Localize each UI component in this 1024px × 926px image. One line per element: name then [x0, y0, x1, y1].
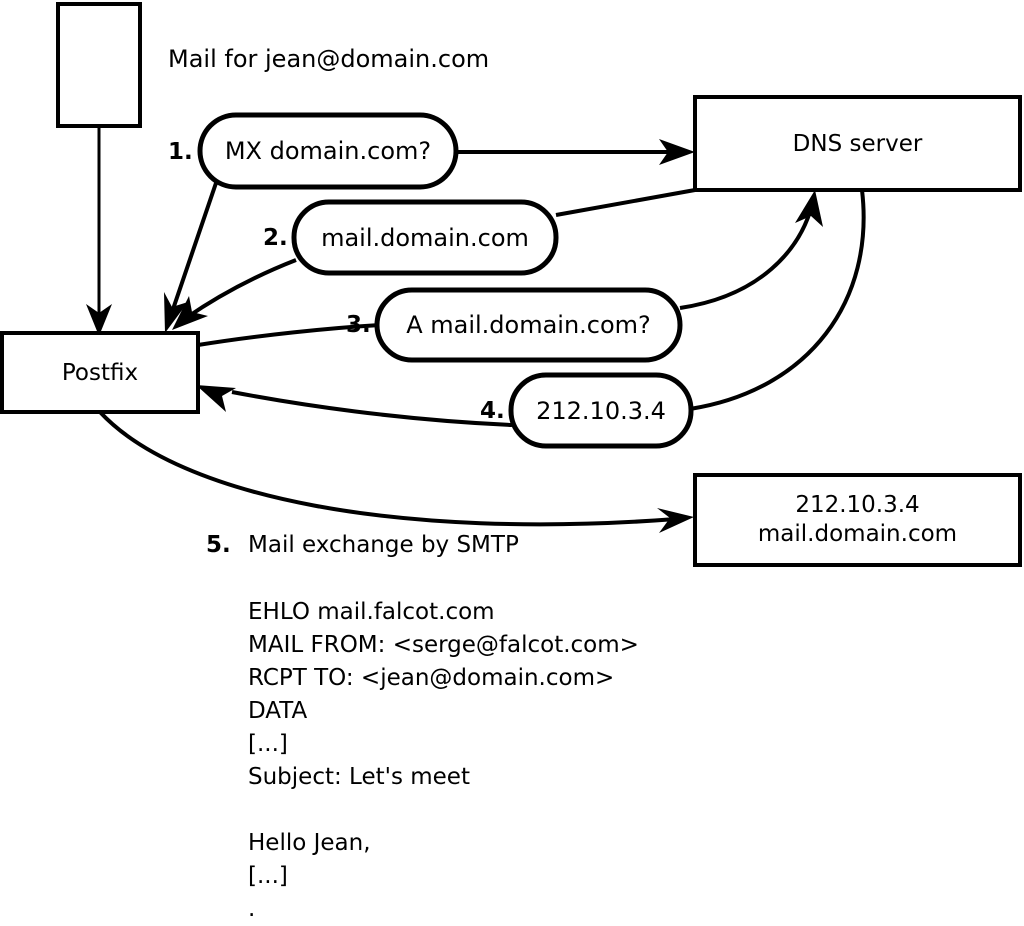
smtp-transcript: EHLO mail.falcot.com MAIL FROM: <serge@f… [248, 596, 639, 926]
connector-dns-to-step4 [689, 189, 866, 411]
connector-step4-to-postfix [196, 385, 513, 427]
connector-postfix-to-step3 [197, 323, 381, 347]
connector-step1-to-postfix [164, 182, 218, 333]
connector-step2-to-postfix [172, 258, 297, 330]
bubble-step-1 [197, 112, 459, 190]
step-1-label-wrap: MX domain.com? [224, 137, 432, 165]
node-postfix [0, 331, 200, 414]
smtp-line-blank [248, 794, 639, 827]
connector-step3-to-dns [679, 190, 823, 310]
step-5-label: Mail exchange by SMTP [248, 532, 519, 558]
smtp-line: EHLO mail.falcot.com [248, 599, 495, 625]
smtp-line: [...] [248, 863, 288, 889]
node-dns-server-label-wrap: DNS server [792, 130, 923, 157]
step-1-number: 1. [168, 139, 193, 165]
smtp-line: RCPT TO: <jean@domain.com> [248, 665, 615, 691]
node-remote-mx [693, 473, 1022, 567]
smtp-line: Hello Jean, [248, 830, 371, 856]
smtp-line: DATA [248, 698, 308, 724]
node-dns-server [693, 95, 1022, 192]
smtp-line: MAIL FROM: <serge@falcot.com> [248, 632, 639, 658]
bubble-step-4 [508, 372, 694, 449]
step-3-number: 3. [346, 312, 371, 338]
step-2-number: 2. [263, 225, 288, 251]
node-remote-mx-label-wrap: 212.10.3.4 mail.domain.com [695, 475, 1020, 565]
connector-postfix-to-remote-mx [98, 410, 694, 533]
page-title: Mail for jean@domain.com [168, 45, 490, 73]
step-2-label-wrap: mail.domain.com [321, 223, 529, 252]
connector-step1-to-dns [456, 139, 695, 165]
step-4-label-wrap: 212.10.3.4 [536, 396, 666, 425]
smtp-line: [...] [248, 731, 288, 757]
node-mail-client [56, 2, 142, 128]
bubble-step-3 [374, 287, 683, 363]
bubble-step-2 [291, 199, 559, 276]
connector-dns-to-step2 [555, 188, 696, 217]
remote-mx-hostname: mail.domain.com [757, 521, 958, 547]
remote-mx-ip: 212.10.3.4 [795, 492, 920, 519]
step-5-number: 5. [206, 532, 231, 558]
smtp-line: Subject: Let's meet [248, 764, 470, 790]
connector-client-to-postfix [86, 126, 112, 336]
step-3-label-wrap: A mail.domain.com? [406, 311, 651, 339]
step-4-number: 4. [480, 398, 505, 424]
smtp-line: . [248, 896, 256, 922]
node-postfix-label-wrap: Postfix [61, 359, 139, 386]
